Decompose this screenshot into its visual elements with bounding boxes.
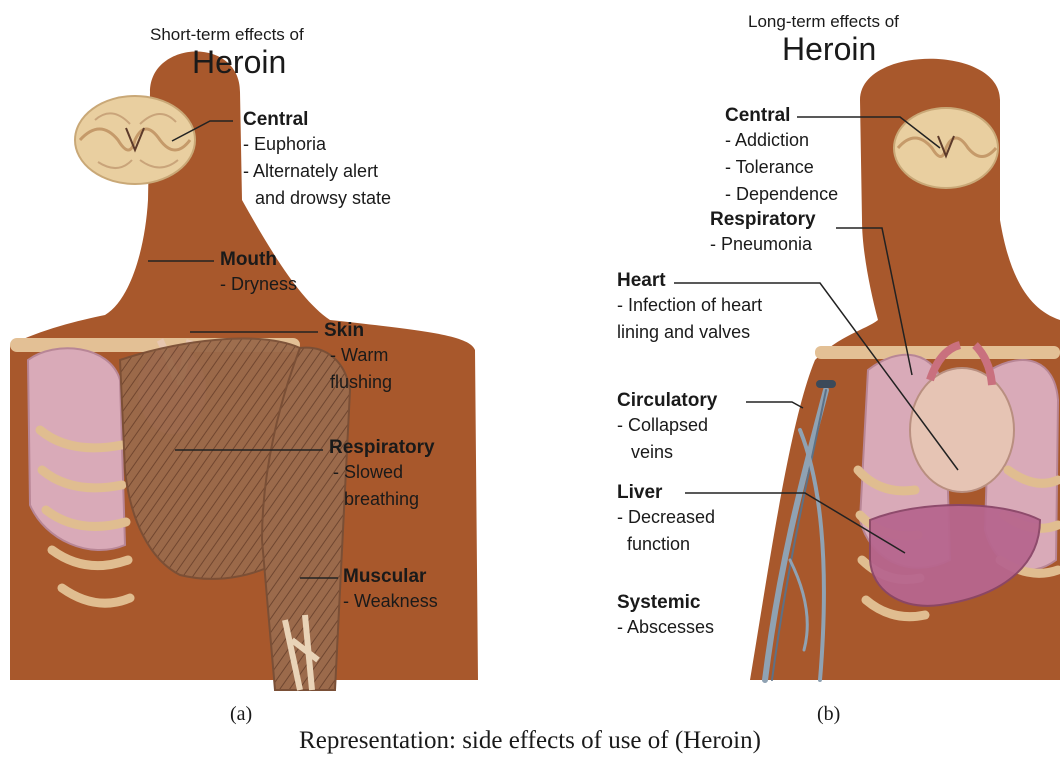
- label-item: lining and valves: [617, 319, 762, 346]
- label-item: - Pneumonia: [710, 231, 816, 258]
- label-item: - Abscesses: [617, 614, 714, 641]
- label-heading: Respiratory: [710, 209, 816, 231]
- label-b-systemic: Systemic - Abscesses: [617, 592, 714, 641]
- label-item: flushing: [324, 369, 392, 396]
- label-heading: Central: [243, 109, 391, 131]
- label-item: - Euphoria: [243, 131, 391, 158]
- panel-b-brain: [894, 108, 998, 188]
- label-item: - Slowed: [329, 459, 435, 486]
- leader-b-circulatory: [746, 402, 803, 408]
- panel-a-brain: [75, 96, 195, 184]
- panel-a-letter: (a): [230, 703, 252, 726]
- label-a-mouth: Mouth - Dryness: [220, 249, 297, 298]
- label-item: - Decreased: [617, 504, 715, 531]
- panel-b-title: Heroin: [782, 31, 876, 68]
- label-item: - Warm: [324, 342, 392, 369]
- label-item: breathing: [329, 486, 435, 513]
- label-heading: Circulatory: [617, 390, 717, 412]
- label-b-liver: Liver - Decreased function: [617, 482, 715, 558]
- label-heading: Respiratory: [329, 437, 435, 459]
- label-item: function: [617, 531, 715, 558]
- label-heading: Muscular: [343, 566, 438, 588]
- label-item: - Tolerance: [725, 154, 838, 181]
- panel-a-subtitle: Short-term effects of: [150, 25, 304, 45]
- label-b-circulatory: Circulatory - Collapsed veins: [617, 390, 717, 466]
- figure-caption: Representation: side effects of use of (…: [0, 727, 1060, 755]
- label-item: - Infection of heart: [617, 292, 762, 319]
- label-b-heart: Heart - Infection of heart lining and va…: [617, 270, 762, 346]
- panel-b-subtitle: Long-term effects of: [748, 12, 899, 32]
- label-item: - Weakness: [343, 588, 438, 615]
- label-item: - Addiction: [725, 127, 838, 154]
- label-a-skin: Skin - Warm flushing: [324, 320, 392, 396]
- label-heading: Liver: [617, 482, 715, 504]
- label-item: veins: [617, 439, 717, 466]
- label-item: - Dependence: [725, 181, 838, 208]
- label-item: - Alternately alert: [243, 158, 391, 185]
- label-b-central: Central - Addiction - Tolerance - Depend…: [725, 105, 838, 208]
- label-heading: Central: [725, 105, 838, 127]
- label-item: and drowsy state: [243, 185, 391, 212]
- label-a-respiratory: Respiratory - Slowed breathing: [329, 437, 435, 513]
- label-a-central: Central - Euphoria - Alternately alert a…: [243, 109, 391, 212]
- label-item: - Collapsed: [617, 412, 717, 439]
- label-a-muscular: Muscular - Weakness: [343, 566, 438, 615]
- panel-a-title: Heroin: [192, 44, 286, 81]
- label-b-respiratory: Respiratory - Pneumonia: [710, 209, 816, 258]
- label-heading: Heart: [617, 270, 762, 292]
- label-heading: Mouth: [220, 249, 297, 271]
- label-item: - Dryness: [220, 271, 297, 298]
- label-heading: Systemic: [617, 592, 714, 614]
- panel-b-letter: (b): [817, 703, 840, 726]
- label-heading: Skin: [324, 320, 392, 342]
